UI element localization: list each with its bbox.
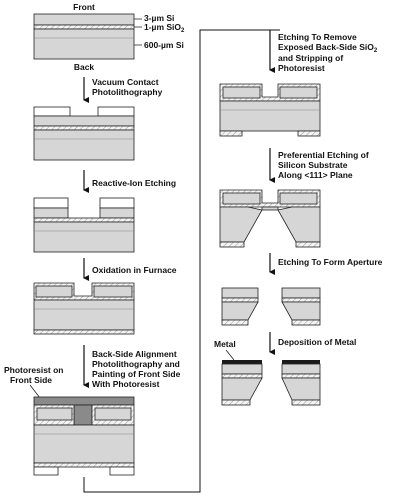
wafer-after-oxidation (33, 282, 135, 335)
step-5a-label: Etching To Remove (278, 32, 357, 42)
wafer-after-photolithography (33, 106, 135, 161)
back-label: Back (74, 62, 95, 72)
step-3-label: Oxidation in Furnace (92, 265, 177, 275)
step-7-label: Etching To Form Aperture (278, 257, 383, 267)
step-8-label: Deposition of Metal (278, 337, 356, 347)
metal-layer-right (282, 360, 320, 364)
sio2-label-text: 1-µm SiO (144, 22, 181, 32)
photoresist-front-label-1: Photoresist on (4, 365, 64, 375)
step-4a-label: Back-Side Alignment (92, 349, 177, 359)
step-5c-label: and Stripping of (278, 53, 343, 63)
step-6c-label: Along <111> Plane (278, 170, 353, 180)
step-1b-label: Photolithography (92, 87, 163, 97)
wafer-with-aperture (221, 287, 321, 326)
front-label: Front (73, 2, 95, 12)
step-2-label: Reactive-Ion Etching (92, 178, 176, 188)
sio2-label-subscript: 2 (181, 28, 185, 34)
step-5b-subscript: 2 (374, 48, 378, 54)
step-1-label: Vacuum Contact (92, 77, 159, 87)
wafer-with-metal (221, 360, 321, 406)
step-4d-label: With Photoresist (92, 379, 160, 389)
step-4c-label: Painting of Front Side (92, 369, 181, 379)
step-6a-label: Preferential Etching of (278, 150, 369, 160)
si-top-label: 3-µm Si (144, 13, 174, 23)
column-connector-line (83, 29, 280, 493)
wafer-initial (33, 13, 135, 60)
step-5b-text: Exposed Back-Side SiO (278, 42, 374, 52)
wafer-after-backside-etch (219, 83, 321, 137)
wafer-after-ion-etching (33, 197, 135, 253)
wafer-after-anisotropic-etch (219, 189, 321, 248)
photoresist-front-label-2: Front Side (10, 375, 52, 385)
step-5b-label: Exposed Back-Side SiO2 (278, 42, 378, 54)
sio2-label: 1-µm SiO2 (144, 22, 185, 34)
metal-label: Metal (214, 339, 236, 349)
step-4b-label: Photolithography and (92, 359, 180, 369)
step-6b-label: Silicon Substrate (278, 160, 348, 170)
wafer-with-photoresist (33, 396, 135, 476)
metal-layer-left (222, 360, 262, 364)
si-bulk-label: 600-µm Si (144, 40, 184, 50)
step-5d-label: Photoresist (278, 63, 325, 73)
